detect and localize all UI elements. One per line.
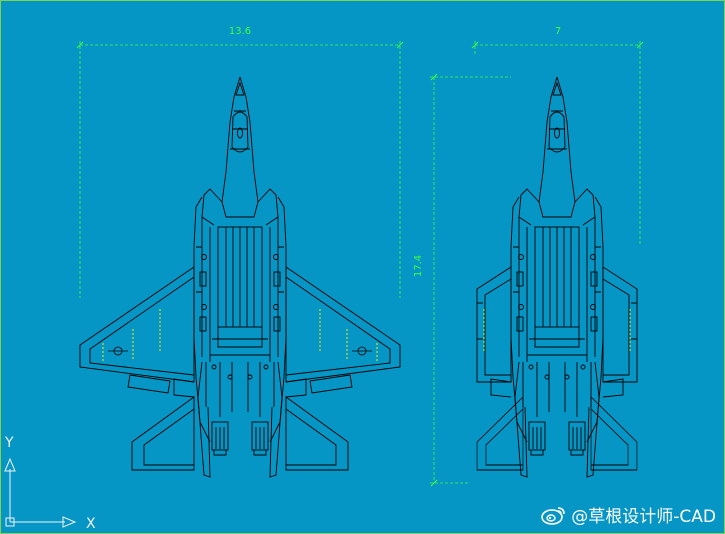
dimension-length[interactable]: [430, 76, 511, 484]
x-axis-label: X: [86, 516, 96, 532]
fold-line-markers: [102, 309, 378, 362]
ucs-axis-icon: [4, 457, 77, 528]
star-insignia-icon: [108, 346, 372, 356]
dimension-label-wingspan-folded: 7: [555, 26, 561, 37]
weibo-logo-icon: [541, 506, 566, 525]
fold-line-markers: [483, 309, 631, 353]
watermark: @草根设计师-CAD: [541, 502, 716, 527]
aircraft-wings-folded: [476, 76, 638, 478]
y-axis-label: Y: [4, 435, 14, 451]
dimension-ticks: [76, 41, 644, 487]
dimension-label-wingspan-extended: 13.6: [229, 26, 251, 37]
dimension-wingspan-extended[interactable]: [79, 41, 401, 298]
dimension-label-length: 17.4: [413, 255, 424, 277]
aircraft-wings-extended: [79, 76, 401, 478]
watermark-text: @草根设计师-CAD: [571, 507, 716, 527]
dimension-wingspan-folded[interactable]: [474, 41, 641, 246]
